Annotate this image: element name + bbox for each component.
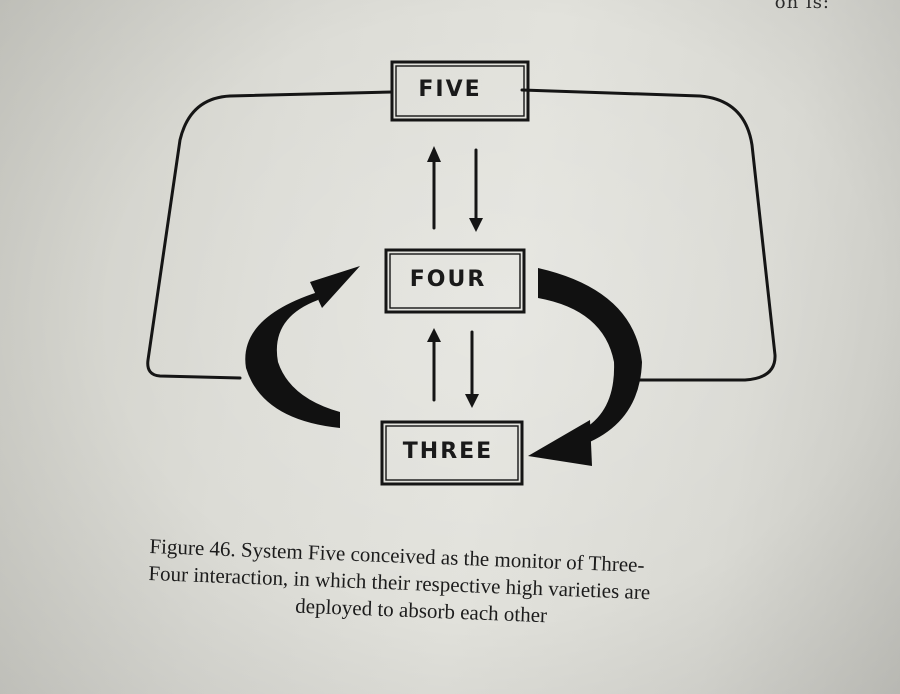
box-three xyxy=(380,420,524,486)
box-five-inner xyxy=(395,65,525,117)
previous-page-text-fragment: on is: xyxy=(774,0,830,13)
arrow-five-to-four-head xyxy=(469,218,483,232)
thick-arrow-three-to-four-head xyxy=(310,266,360,308)
box-five-label: FIVE xyxy=(418,77,481,102)
box-three-label: THREE xyxy=(403,439,493,464)
thick-arrow-four-to-three-right xyxy=(538,268,642,446)
thick-arrow-four-to-three-head xyxy=(528,420,592,466)
box-three-inner xyxy=(385,425,519,481)
box-four-inner xyxy=(389,253,521,309)
box-five xyxy=(390,60,530,122)
arrow-three-to-four-head xyxy=(427,328,441,342)
arrow-four-to-three-head xyxy=(465,394,479,408)
outer-loop-line xyxy=(146,88,777,382)
box-four-label: FOUR xyxy=(410,267,487,292)
box-four xyxy=(384,248,526,314)
arrow-four-to-five-head xyxy=(427,146,441,162)
thick-arrow-three-to-four-left xyxy=(245,292,340,428)
